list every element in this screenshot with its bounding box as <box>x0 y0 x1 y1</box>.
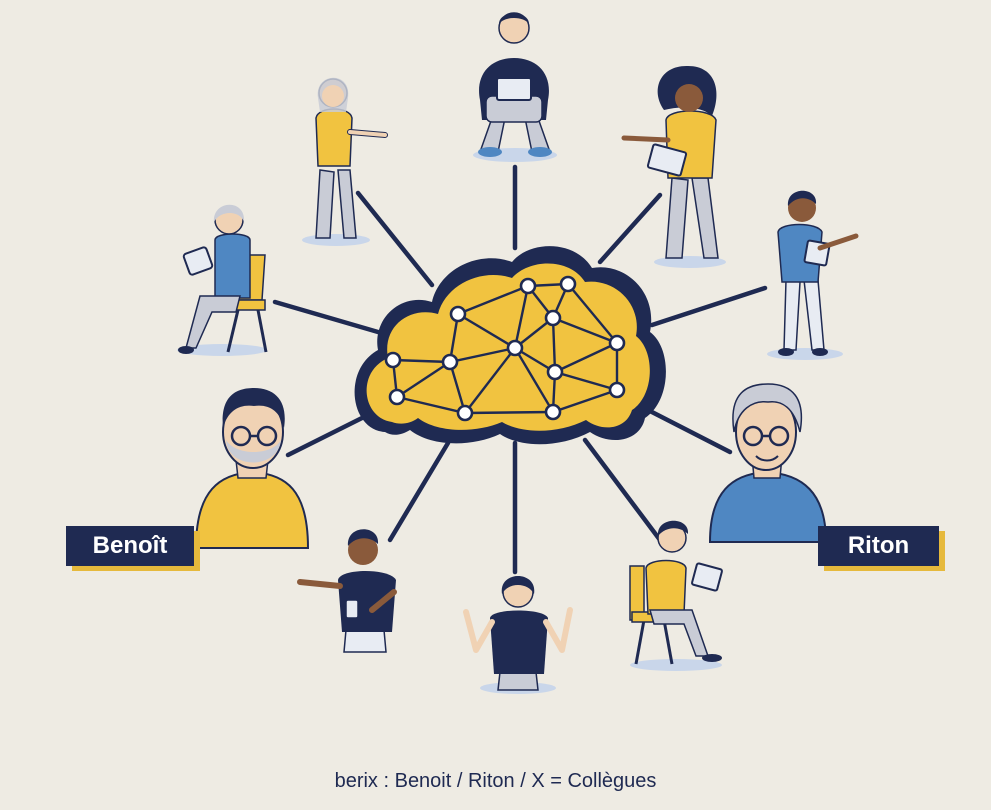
benoit-name-tag: Benoît <box>66 526 194 566</box>
connector-top-right <box>597 192 663 265</box>
connector-top-left <box>355 190 435 288</box>
bearded-man-with-glasses-portrait-icon <box>194 388 310 549</box>
connector-lines <box>272 164 768 575</box>
man-with-glasses-portrait-icon <box>708 383 828 543</box>
person-gesturing-icon <box>463 576 573 694</box>
caption: berix : Benoit / Riton / X = Collègues <box>334 770 657 792</box>
person-with-laptop-icon <box>473 12 557 162</box>
connector-bottom-right <box>582 437 663 543</box>
riton-name-tag: Riton <box>818 526 939 566</box>
person-pointing-icon <box>767 190 859 360</box>
seated-person-with-tablet-icon <box>177 204 268 356</box>
cloud-network-icon <box>354 246 666 445</box>
seated-person-with-tablet-icon <box>629 520 723 671</box>
connector-right <box>649 285 768 328</box>
person-with-phone-icon <box>297 529 397 653</box>
person-with-tablet-icon <box>621 65 726 268</box>
cloud-network-nodes <box>384 275 626 422</box>
person-pointing-icon <box>302 77 388 246</box>
connector-riton <box>645 407 733 455</box>
connector-left <box>272 299 381 335</box>
connector-bottom-left <box>387 440 451 543</box>
